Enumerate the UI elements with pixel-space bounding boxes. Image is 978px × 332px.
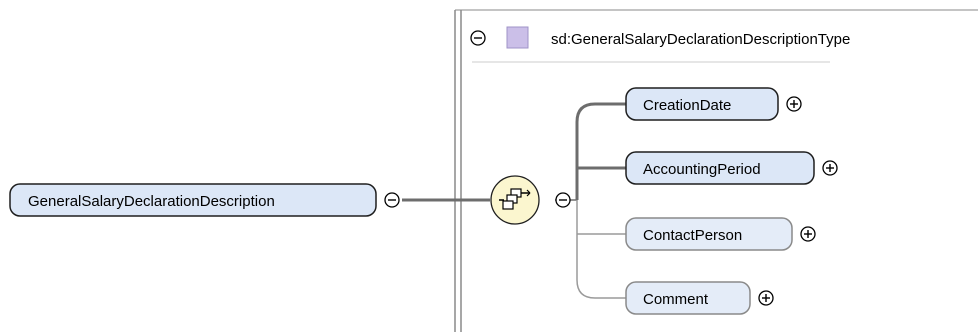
child-element-label: AccountingPeriod — [643, 161, 761, 178]
sequence-compositor[interactable] — [490, 175, 540, 225]
complex-type-icon — [506, 26, 529, 49]
child-element-accountingperiod[interactable]: AccountingPeriod — [625, 151, 815, 185]
complex-type-label: sd:GeneralSalaryDeclarationDescriptionTy… — [551, 31, 850, 48]
child-element-label: Comment — [643, 291, 709, 308]
expand-contactperson-toggle[interactable] — [800, 226, 816, 242]
connectors — [402, 102, 626, 299]
child-element-label: ContactPerson — [643, 227, 742, 244]
expand-comment-toggle[interactable] — [758, 290, 774, 306]
compositor-collapse-toggle[interactable] — [555, 192, 571, 208]
root-collapse-toggle[interactable] — [384, 192, 400, 208]
child-element-label: CreationDate — [643, 97, 731, 114]
child-element-contactperson[interactable]: ContactPerson — [625, 217, 793, 251]
sequence-compositor-icon — [499, 188, 531, 210]
root-element-label: GeneralSalaryDeclarationDescription — [28, 193, 275, 210]
type-panel-border — [454, 9, 978, 332]
root-element-node[interactable]: GeneralSalaryDeclarationDescription — [9, 183, 377, 217]
expand-accountingperiod-toggle[interactable] — [822, 160, 838, 176]
child-element-creationdate[interactable]: CreationDate — [625, 87, 779, 121]
type-collapse-toggle[interactable] — [470, 30, 486, 46]
child-element-comment[interactable]: Comment — [625, 281, 751, 315]
expand-creationdate-toggle[interactable] — [786, 96, 802, 112]
